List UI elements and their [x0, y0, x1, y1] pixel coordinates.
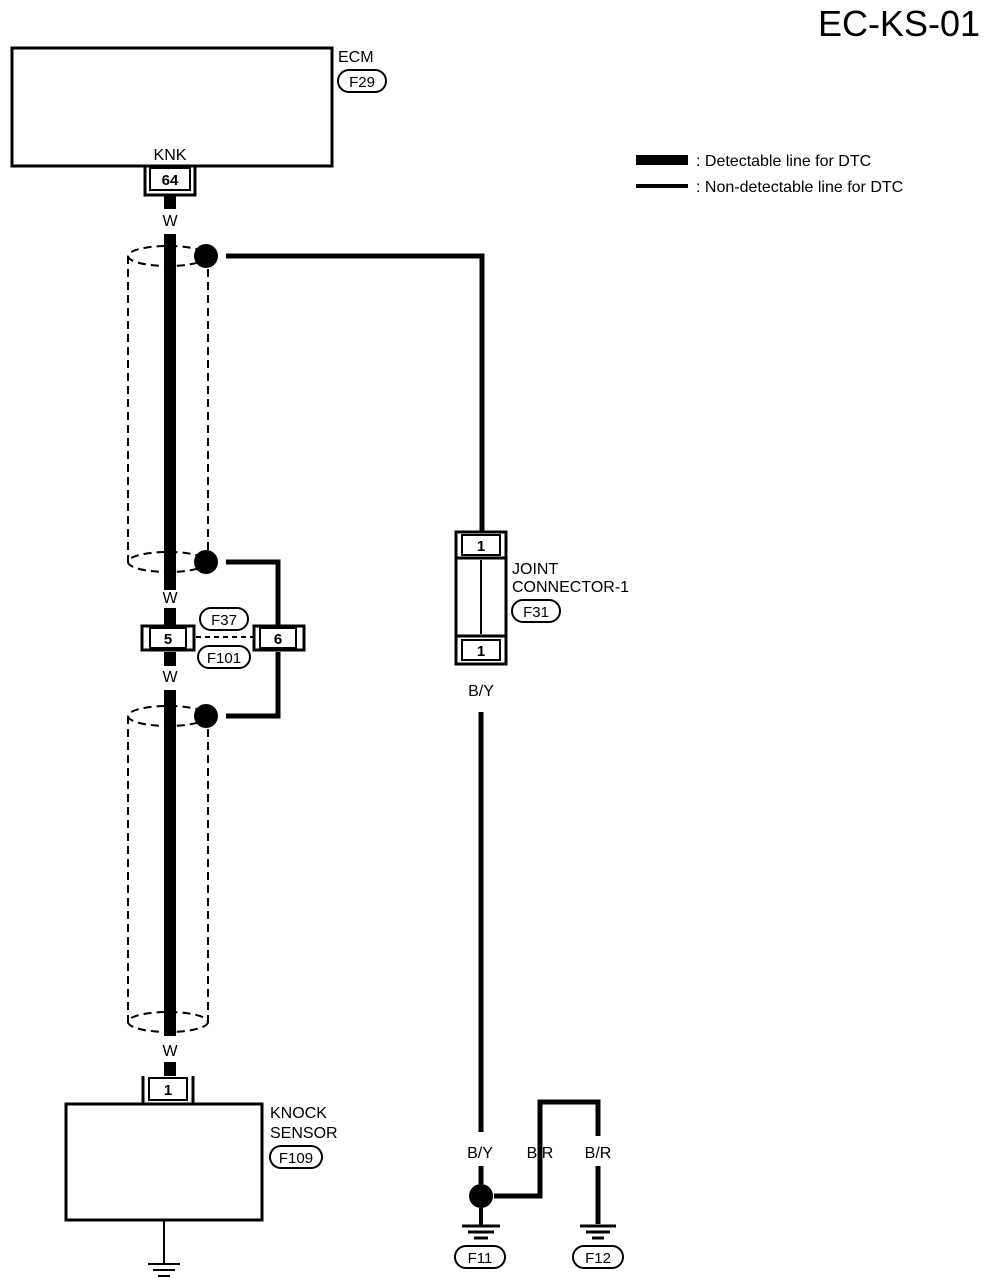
br-wire-loop: [494, 1099, 601, 1199]
ground-splice-dot: [469, 1184, 493, 1208]
ecm-terminal-name: KNK: [154, 147, 187, 164]
wire-color-by-bottom: B/Y: [467, 1145, 493, 1162]
f37-text: F37: [211, 612, 237, 629]
detectable-line-seg-4: [164, 652, 176, 666]
connector-id-f101[interactable]: F101: [197, 645, 251, 669]
ecm-terminal-number: 64: [162, 172, 179, 189]
shield-wire-lower-to-pin6: [226, 652, 281, 719]
f37-pill: [199, 607, 249, 631]
joint-connector-id: F31: [523, 604, 549, 621]
shield-wire-to-joint: [226, 253, 485, 532]
intermediate-pin-6[interactable]: 6: [252, 624, 306, 652]
wire-color-w4: W: [162, 1043, 178, 1060]
ecm-label: ECM: [338, 49, 374, 66]
knock-terminal-number: 1: [164, 1082, 172, 1099]
ecm-connector-pill: [337, 69, 387, 93]
ground-f11[interactable]: F11: [454, 1224, 506, 1269]
joint-top-pin: 1: [477, 538, 485, 555]
joint-label-line2: CONNECTOR-1: [512, 579, 629, 596]
terminal-box: [149, 167, 191, 191]
legend-non-detectable: : Non-detectable line for DTC: [696, 179, 903, 196]
intermediate-pin-5[interactable]: 5: [140, 624, 196, 652]
knock-sensor-connector-id: F109: [279, 1150, 313, 1167]
pin-5-box: [149, 627, 187, 649]
knock-terminal-box: [148, 1077, 188, 1101]
joint-top-pin-box: [461, 534, 501, 556]
joint-label-line1: JOINT: [512, 561, 558, 578]
ground-f11-pill: [454, 1245, 506, 1269]
knock-sensor-box: [64, 1102, 264, 1222]
legend: : Detectable line for DTC : Non-detectab…: [636, 153, 903, 196]
page-id: EC-KS-01: [818, 3, 980, 44]
legend-detectable: : Detectable line for DTC: [696, 153, 871, 170]
joint-bottom-pin-box: [461, 639, 501, 661]
wire-color-w1: W: [162, 213, 178, 230]
connector-id-f37[interactable]: F37: [199, 607, 249, 631]
ground-f12-pill: [572, 1245, 624, 1269]
wire-color-br-right: B/R: [585, 1145, 612, 1162]
ecm-box: [10, 46, 334, 168]
detectable-line-swatch: [636, 155, 688, 165]
detectable-line-seg-2: [164, 234, 176, 590]
shield-drain-dot-mid: [194, 550, 218, 574]
knock-sensor-connector-pill: [269, 1145, 323, 1169]
ecm-block[interactable]: ECM F29 KNK: [10, 46, 387, 168]
f101-pill: [197, 645, 251, 669]
ground-f12[interactable]: F12: [572, 1224, 624, 1269]
f101-text: F101: [207, 650, 241, 667]
knock-sensor-block[interactable]: KNOCK SENSOR F109: [64, 1102, 338, 1222]
detectable-line-seg-5: [164, 690, 176, 1036]
ecm-terminal-64[interactable]: 64: [143, 166, 197, 197]
pin-5-label: 5: [164, 631, 172, 648]
wire-color-by-top: B/Y: [468, 683, 494, 700]
pin-6-box: [259, 627, 297, 649]
pin-6-label: 6: [274, 631, 282, 648]
ground-f12-label: F12: [585, 1250, 611, 1267]
detectable-line-seg-3: [164, 608, 176, 626]
wire-color-w3: W: [162, 669, 178, 686]
ecm-connector-id: F29: [349, 74, 375, 91]
wire-color-br-left: B/R: [527, 1145, 554, 1162]
shield-wire-upper-to-pin6: [226, 559, 281, 626]
wire-color-w2: W: [162, 590, 178, 607]
knock-sensor-ground-icon: [148, 1220, 180, 1277]
joint-connector-1[interactable]: 1 1 JOINT CONNECTOR-1 F31: [454, 530, 629, 666]
ground-f11-label: F11: [468, 1250, 493, 1267]
non-detectable-line-swatch: [636, 184, 688, 188]
knock-sensor-label-line1: KNOCK: [270, 1105, 327, 1122]
knock-sensor-terminal-1[interactable]: 1: [141, 1076, 195, 1106]
joint-connector-pill: [511, 599, 561, 623]
knock-sensor-label-line2: SENSOR: [270, 1125, 338, 1142]
shield-drain-dot-top: [194, 244, 218, 268]
shield-drain-dot-low: [194, 704, 218, 728]
joint-bottom-pin: 1: [477, 643, 485, 660]
detectable-line-seg-6: [164, 1062, 176, 1076]
detectable-line-seg-1: [164, 195, 176, 209]
